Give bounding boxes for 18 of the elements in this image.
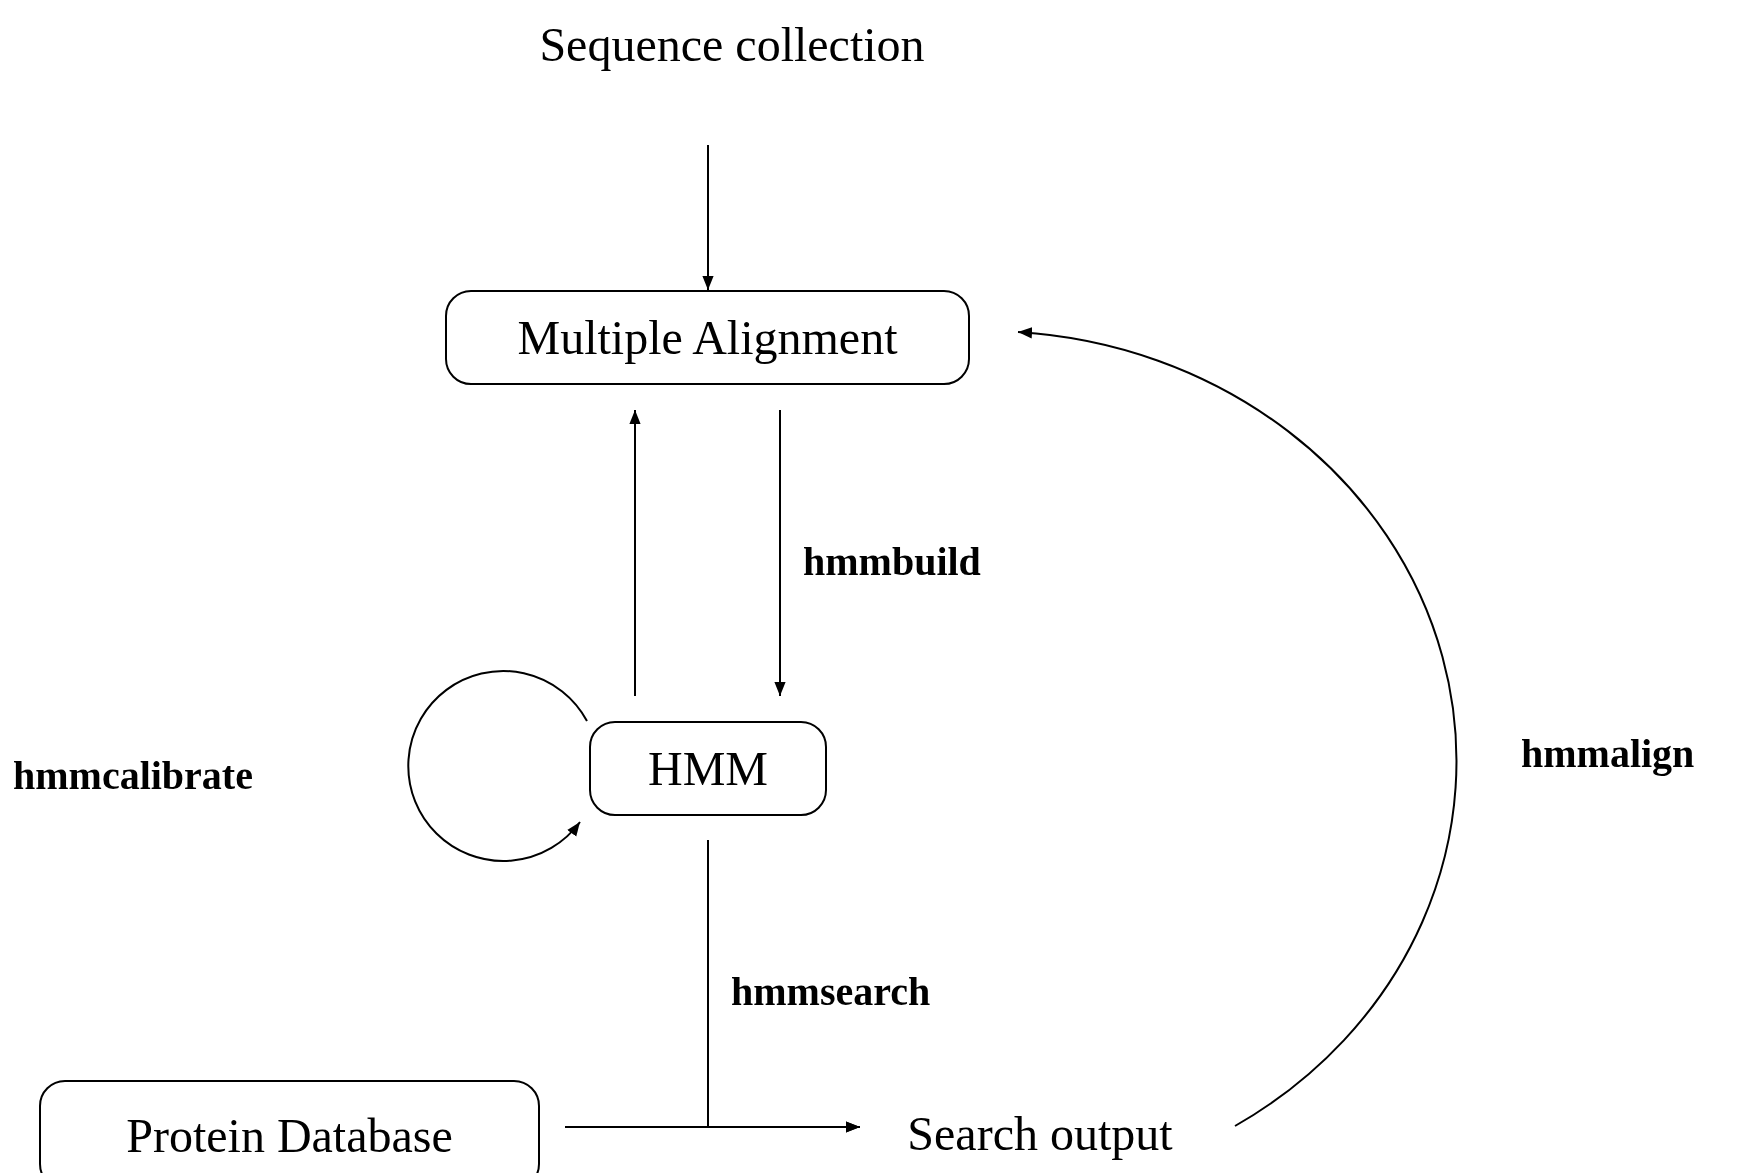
- node-text: Search output: [907, 1105, 1173, 1161]
- arrow: [629, 409, 641, 697]
- arrow: [1017, 328, 1458, 1127]
- node-text: Sequence collection: [539, 16, 925, 72]
- arrow: [774, 409, 786, 697]
- node-text: Protein Database: [126, 1107, 453, 1163]
- node-text: HMM: [648, 741, 768, 796]
- process-box: [445, 290, 970, 385]
- arrow: [407, 670, 588, 862]
- node-text: Multiple Alignment: [517, 310, 898, 365]
- arrow: [702, 144, 714, 291]
- edge-label: hmmbuild: [803, 538, 981, 585]
- arrow: [564, 1121, 861, 1133]
- edge-label: hmmsearch: [731, 968, 931, 1015]
- process-box: [589, 721, 827, 816]
- edge-label: hmmalign: [1521, 730, 1695, 777]
- process-box: [39, 1080, 540, 1173]
- edge-label: hmmcalibrate: [13, 752, 253, 799]
